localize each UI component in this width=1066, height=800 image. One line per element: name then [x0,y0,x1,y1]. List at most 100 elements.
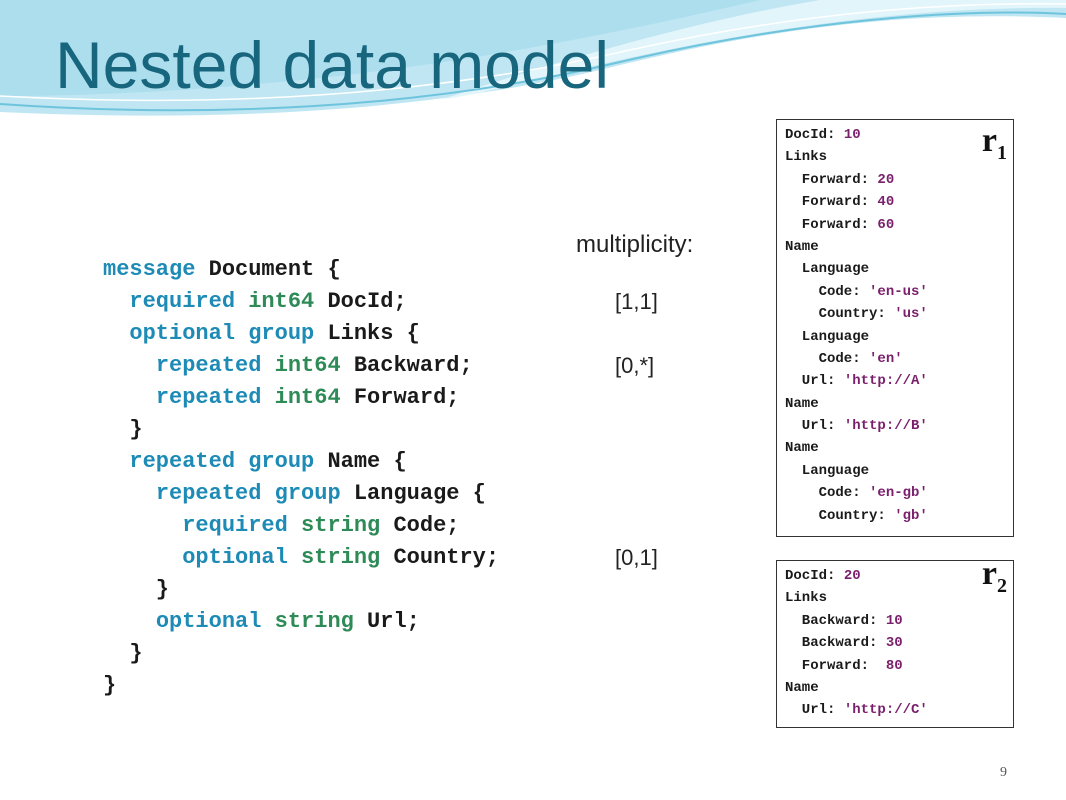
record-line: Name [785,677,1005,699]
schema-keyword: repeated [155,385,262,410]
schema-type: int64 [274,385,341,410]
record-line: Code: 'en' [785,348,1005,370]
schema-text: Url; [353,609,420,634]
record-value: 10 [843,127,861,143]
record-line: Url: 'http://C' [785,699,1005,721]
record-line: Url: 'http://A' [785,370,1005,392]
record-value: 'us' [894,306,928,323]
record-value: 'http://A' [843,373,928,390]
schema-text: } [103,641,143,666]
schema-type: string [274,609,354,634]
schema-text: Links { [314,321,420,346]
record-field: Links [785,149,828,166]
record-line: Country: 'gb' [785,505,1005,527]
record-label-subscript: 2 [997,574,1007,597]
record-field: Url: [785,418,844,435]
record-value: 20 [843,568,861,584]
schema-text [103,321,129,346]
schema-line: required int64 DocId; [103,286,499,318]
schema-text [261,481,274,506]
schema-text: } [103,577,170,602]
record-value: 10 [885,612,903,629]
schema-line: } [103,638,499,670]
schema-type: string [301,513,381,538]
schema-line: optional group Links { [103,318,499,350]
record-label-subscript: 1 [997,141,1007,164]
record-value: 'gb' [894,507,928,524]
schema-text [103,289,129,314]
record-value: 'en-us' [869,283,928,300]
schema-keyword: required [129,289,236,314]
schema-keyword: optional [182,545,288,570]
record-field: Language [785,462,870,479]
record-line: Links [785,146,1005,168]
record-field: Name [785,679,819,696]
multiplicity-heading: multiplicity: [576,231,694,258]
schema-text [261,353,274,378]
schema-text [235,449,248,474]
record-field: Country: [785,306,895,323]
record-line: Name [785,393,1005,415]
decorative-header-swoosh [0,0,1066,116]
record-line: Backward: 10 [785,610,1005,632]
schema-text: Language { [340,481,486,506]
record-field: Name [785,440,819,457]
page-number: 9 [1000,765,1007,780]
record-line: Forward: 40 [785,191,1005,213]
multiplicity-annotation: [0,1] [615,545,658,570]
schema-keyword: group [274,481,341,506]
schema-code-block: message Document { required int64 DocId;… [103,254,499,702]
record-value: 'en-gb' [869,485,928,502]
record-line: Backward: 30 [785,632,1005,654]
schema-line: } [103,574,499,606]
schema-text: } [103,417,143,442]
schema-text: Backward; [340,353,473,378]
record-line: Code: 'en-us' [785,281,1005,303]
record-field: Forward: [785,657,886,674]
schema-text: } [103,673,117,698]
record-line: Forward: 80 [785,655,1005,677]
record-field: Language [785,328,870,345]
record-line: Language [785,326,1005,348]
record-line: Country: 'us' [785,303,1005,325]
schema-text: Forward; [340,385,460,410]
schema-text: DocId; [314,289,407,314]
schema-keyword: repeated [129,449,236,474]
record-label-r1: r1 [982,122,1007,165]
schema-type: string [301,545,381,570]
record-field: DocId: [785,568,844,584]
schema-line: repeated group Language { [103,478,499,510]
schema-text: Code; [380,513,460,538]
schema-line: } [103,414,499,446]
record-label-text: r [981,122,997,159]
schema-keyword: message [103,257,196,282]
schema-text [103,609,156,634]
schema-text [235,321,248,346]
schema-line: } [103,670,499,702]
record-value: 80 [885,657,903,674]
record-value: 20 [877,171,895,188]
schema-keyword: repeated [155,481,262,506]
schema-type: int64 [274,353,341,378]
schema-text [103,353,156,378]
schema-text [235,289,248,314]
slide-title: Nested data model [55,28,610,102]
schema-line: repeated int64 Backward; [103,350,499,382]
schema-keyword: group [248,321,315,346]
schema-line: required string Code; [103,510,499,542]
schema-text [103,385,156,410]
schema-text [261,385,274,410]
record-field: Name [785,395,819,412]
schema-text [288,545,301,570]
record-line: Name [785,236,1005,258]
record-field: Url: [785,702,844,719]
record-line: Language [785,460,1005,482]
record-line: Links [785,587,1005,609]
record-field: Code: [785,350,870,367]
record-line: Name [785,437,1005,459]
schema-line: repeated int64 Forward; [103,382,499,414]
record-field: Forward: [785,171,878,188]
record-line: Forward: 60 [785,214,1005,236]
record-field: Links [785,590,828,607]
